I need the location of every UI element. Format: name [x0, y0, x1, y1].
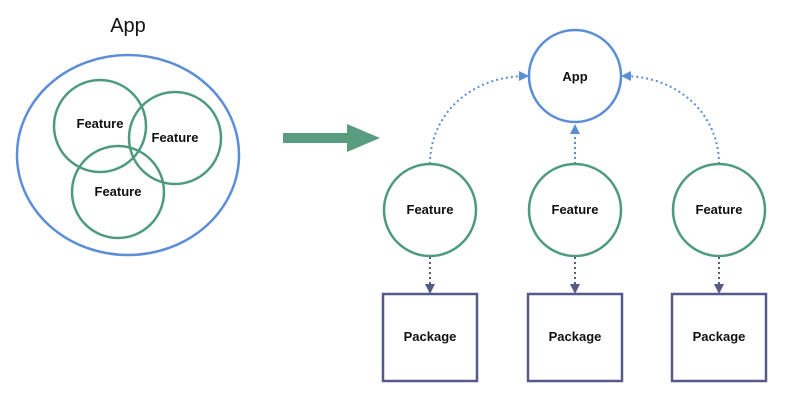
left-feature-label-1: Feature	[77, 116, 124, 131]
transform-arrow	[283, 124, 380, 152]
right-feature-circle-2	[527, 162, 623, 258]
right-app-label: App	[562, 69, 587, 84]
package-box-2	[526, 292, 624, 383]
left-feature-circle-1	[52, 78, 148, 174]
left-feature-label-3: Feature	[95, 184, 142, 199]
right-feature-label-3: Feature	[696, 202, 743, 217]
package-label-1: Package	[404, 329, 457, 344]
left-app-ellipse	[15, 53, 241, 257]
dependency-arrow-right	[621, 71, 720, 165]
right-feature-label-1: Feature	[407, 202, 454, 217]
package-box-1	[381, 292, 479, 383]
package-label-3: Package	[693, 329, 746, 344]
right-feature-circle-3	[671, 162, 767, 258]
right-feature-circle-1	[382, 162, 478, 258]
package-label-2: Package	[549, 329, 602, 344]
right-app-circle	[527, 28, 623, 124]
dependency-arrow-left	[429, 71, 529, 165]
right-feature-label-2: Feature	[552, 202, 599, 217]
left-monolith: App Feature Feature Feature	[15, 15, 241, 257]
left-app-title: App	[110, 15, 146, 37]
left-feature-circle-3	[70, 144, 166, 240]
package-box-3	[670, 292, 768, 383]
right-modular: App Feature Feature Feature Package Pack…	[381, 28, 768, 383]
left-feature-circle-2	[127, 90, 223, 186]
left-feature-label-2: Feature	[152, 130, 199, 145]
